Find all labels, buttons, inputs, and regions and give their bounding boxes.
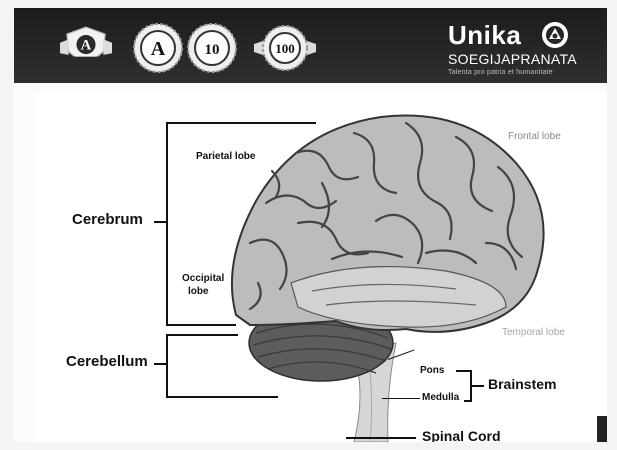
top-10-seal-icon: 10	[186, 22, 238, 74]
svg-text:A: A	[151, 38, 166, 60]
medulla-pointer	[382, 398, 420, 399]
cerebellum-bracket	[166, 334, 168, 398]
unika-logo-icon	[540, 20, 570, 50]
cerebellum-label: Cerebellum	[66, 353, 148, 370]
header-bar: A A 10 100 Unika	[14, 8, 607, 83]
brand-name: Unika	[448, 20, 521, 51]
slide: A A 10 100 Unika	[14, 8, 607, 442]
parietal-lobe-label: Parietal lobe	[196, 151, 255, 162]
cerebellum-bracket-bottom	[166, 396, 278, 398]
brand-tagline: Talenta pro patria et humanitate	[448, 69, 553, 76]
top-100-seal-icon: 100	[254, 22, 316, 74]
cerebrum-bracket-bottom	[166, 324, 236, 326]
spinal-cord-label: Spinal Cord	[422, 428, 501, 442]
cerebrum-bracket	[166, 122, 168, 326]
frontal-lobe-label: Frontal lobe	[508, 131, 561, 142]
pons-label: Pons	[420, 365, 444, 376]
spinal-cord-pointer	[346, 437, 416, 439]
brainstem-bracket-tick	[472, 385, 484, 387]
occipital-lobe-label-line2: lobe	[188, 286, 209, 297]
cerebrum-bracket-top	[166, 122, 316, 124]
brain-diagram-area: Cerebrum Cerebellum Parietal lobe Occipi…	[36, 93, 607, 442]
temporal-lobe-label: Temporal lobe	[502, 327, 565, 338]
corner-strip	[597, 416, 607, 442]
brainstem-label: Brainstem	[488, 376, 556, 392]
cerebellum-bracket-top	[166, 334, 238, 336]
cerebrum-label: Cerebrum	[72, 211, 143, 228]
svg-text:A: A	[81, 38, 92, 54]
brainstem-bracket-bottom	[464, 400, 472, 402]
svg-text:10: 10	[205, 42, 220, 58]
medulla-label: Medulla	[422, 392, 459, 403]
accreditation-seal-a-icon: A	[132, 22, 184, 74]
accreditation-a-badge-icon: A	[60, 22, 112, 74]
brand-subtitle: SOEGIJAPRANATA	[448, 51, 577, 67]
cerebellum-bracket-tick	[154, 363, 166, 365]
svg-text:100: 100	[275, 41, 295, 56]
occipital-lobe-label-line1: Occipital	[182, 273, 224, 284]
cerebrum-bracket-tick	[154, 221, 166, 223]
